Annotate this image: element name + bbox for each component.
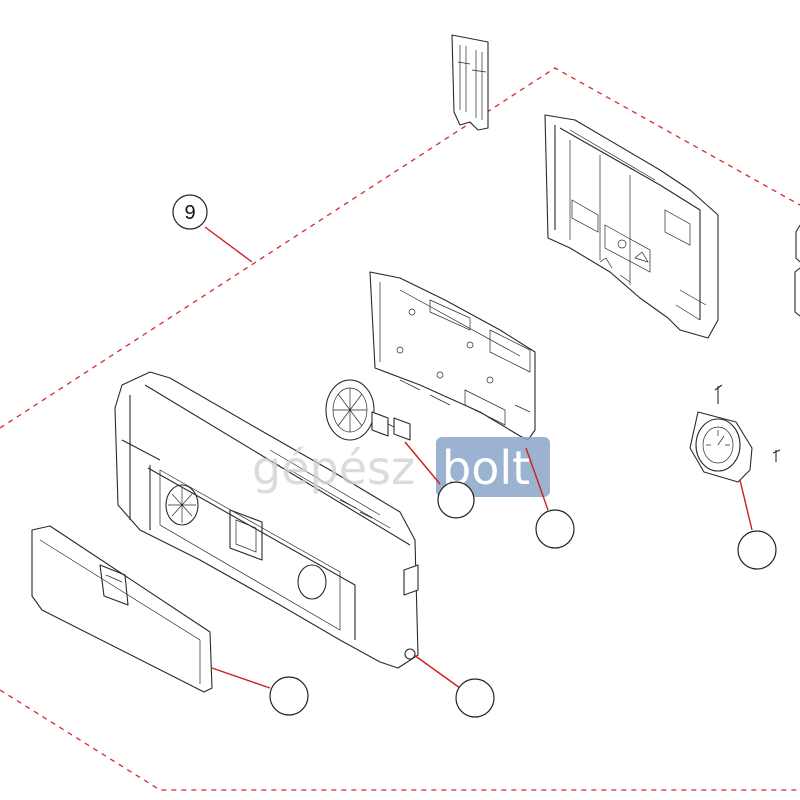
front-flap xyxy=(31,525,213,693)
leader-gauge xyxy=(739,479,753,531)
pressure-gauge xyxy=(689,384,781,483)
leader-lines xyxy=(204,226,753,689)
speaker-fan xyxy=(325,379,411,441)
callout-group: 9 xyxy=(172,194,208,230)
watermark-text-a: gépész xyxy=(252,441,415,495)
callout-speaker xyxy=(437,481,475,519)
mounting-bracket xyxy=(451,34,489,131)
callout-gauge xyxy=(737,530,777,570)
callout-panel xyxy=(455,678,495,718)
leader-flap xyxy=(211,667,271,689)
side-clip xyxy=(794,224,800,317)
callout-pcb xyxy=(535,509,575,549)
watermark-badge xyxy=(436,437,550,497)
leader-panel xyxy=(413,654,461,689)
group-number-label: 9 xyxy=(184,202,195,224)
assembly-boundary xyxy=(0,67,800,791)
front-control-panel xyxy=(114,371,419,669)
leader-group xyxy=(204,226,253,263)
leader-speaker xyxy=(404,441,441,485)
callout-flap xyxy=(269,676,309,716)
brand-watermark: gépész bolt xyxy=(252,437,550,497)
rear-housing xyxy=(544,114,719,339)
control-pcb xyxy=(369,271,536,441)
leader-pcb xyxy=(525,447,549,511)
